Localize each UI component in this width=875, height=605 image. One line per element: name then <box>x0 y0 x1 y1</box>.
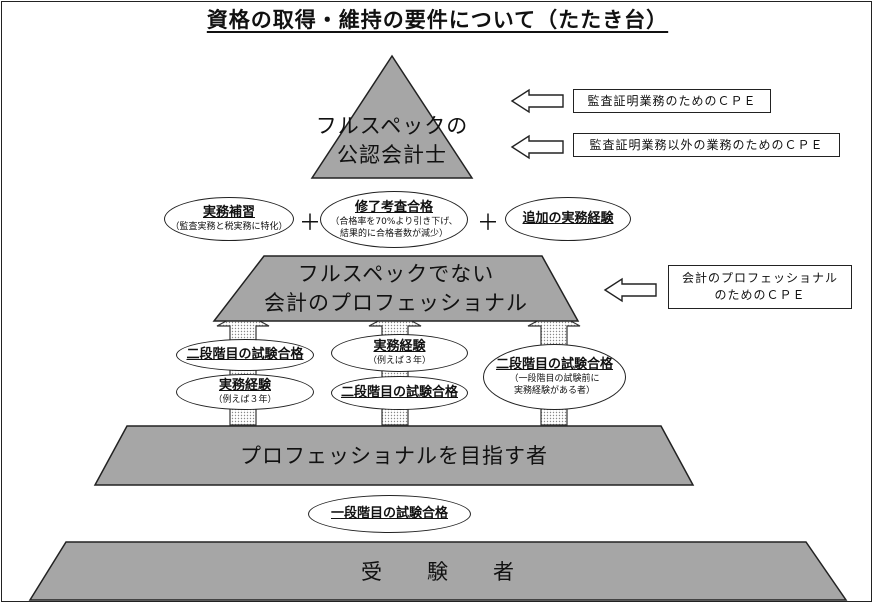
completion-exam-note-2: 結果的に合格者数が減少） <box>339 228 448 239</box>
left-experience-note: （例えば３年） <box>213 395 277 405</box>
left-second-stage-ellipse: 二段階目の試験合格 <box>176 339 314 371</box>
cpe-professional-box: 会計のプロフェッショナル のためのＣＰＥ <box>668 265 852 309</box>
completion-exam-label: 修了考査合格 <box>354 199 433 215</box>
cpe-professional-line2: のためのＣＰＥ <box>714 288 806 302</box>
middle-tier-trapezoid <box>212 255 580 322</box>
completion-exam-ellipse: 修了考査合格 （合格率を70%より引き下げ、 結果的に合格者数が減少） <box>320 191 468 248</box>
center-second-stage-ellipse: 二段階目の試験合格 <box>331 376 468 410</box>
right-second-stage-label: 二段階目の試験合格 <box>495 357 613 372</box>
top-tier-line2: 公認会計士 <box>337 143 447 167</box>
middle-tier-line1: フルスペックでない <box>297 262 495 286</box>
right-second-stage-note-1: （一段階目の試験前に <box>509 374 600 384</box>
cpe-non-audit-box: 監査証明業務以外の業務のためのＣＰＥ <box>573 133 840 157</box>
practical-training-note: （監査実務と税実務に特化） <box>170 222 288 232</box>
cpe-audit-box: 監査証明業務のためのＣＰＥ <box>573 89 771 113</box>
top-tier-line1: フルスペックの <box>315 114 469 138</box>
center-second-stage-label: 二段階目の試験合格 <box>340 385 458 400</box>
first-stage-label: 一段階目の試験合格 <box>330 506 448 521</box>
lower-tier-trapezoid <box>93 425 695 486</box>
right-second-stage-note-2: 実務経験がある者） <box>513 386 595 396</box>
practical-training-label: 実務補習 <box>202 205 255 220</box>
cpe-professional-line1: 会計のプロフェッショナル <box>681 271 838 285</box>
middle-tier-label: フルスペックでない 会計のプロフェッショナル <box>214 260 578 318</box>
left-second-stage-label: 二段階目の試験合格 <box>186 347 304 362</box>
plus-sign: ＋ <box>477 211 500 236</box>
additional-experience-ellipse: 追加の実務経験 <box>505 197 631 241</box>
plus-sign: ＋ <box>299 211 322 236</box>
left-experience-ellipse: 実務経験 （例えば３年） <box>176 374 314 410</box>
left-experience-label: 実務経験 <box>218 378 271 393</box>
base-tier-label: 受 験 者 <box>361 560 515 584</box>
center-experience-label: 実務経験 <box>373 339 426 354</box>
first-stage-ellipse: 一段階目の試験合格 <box>308 495 471 533</box>
cpe-arrow-non-audit <box>510 134 564 160</box>
additional-experience-label: 追加の実務経験 <box>522 211 614 226</box>
page-title: 資格の取得・維持の要件について（たたき台） <box>206 8 669 32</box>
cpe-arrow-audit <box>510 88 564 114</box>
completion-exam-note-1: （合格率を70%より引き下げ、 <box>330 216 458 227</box>
cpe-arrow-professional <box>603 277 657 303</box>
top-tier-triangle <box>310 54 474 179</box>
center-experience-ellipse: 実務経験 （例えば３年） <box>331 334 468 372</box>
base-tier-trapezoid <box>28 541 848 601</box>
center-experience-note: （例えば３年） <box>367 356 431 366</box>
practical-training-ellipse: 実務補習 （監査実務と税実務に特化） <box>164 197 294 241</box>
right-second-stage-ellipse: 二段階目の試験合格 （一段階目の試験前に 実務経験がある者） <box>483 344 626 410</box>
lower-tier-label: プロフェッショナルを目指す者 <box>240 444 548 468</box>
top-tier-label: フルスペックの 公認会計士 <box>312 112 472 170</box>
middle-tier-line2: 会計のプロフェッショナル <box>264 291 528 315</box>
